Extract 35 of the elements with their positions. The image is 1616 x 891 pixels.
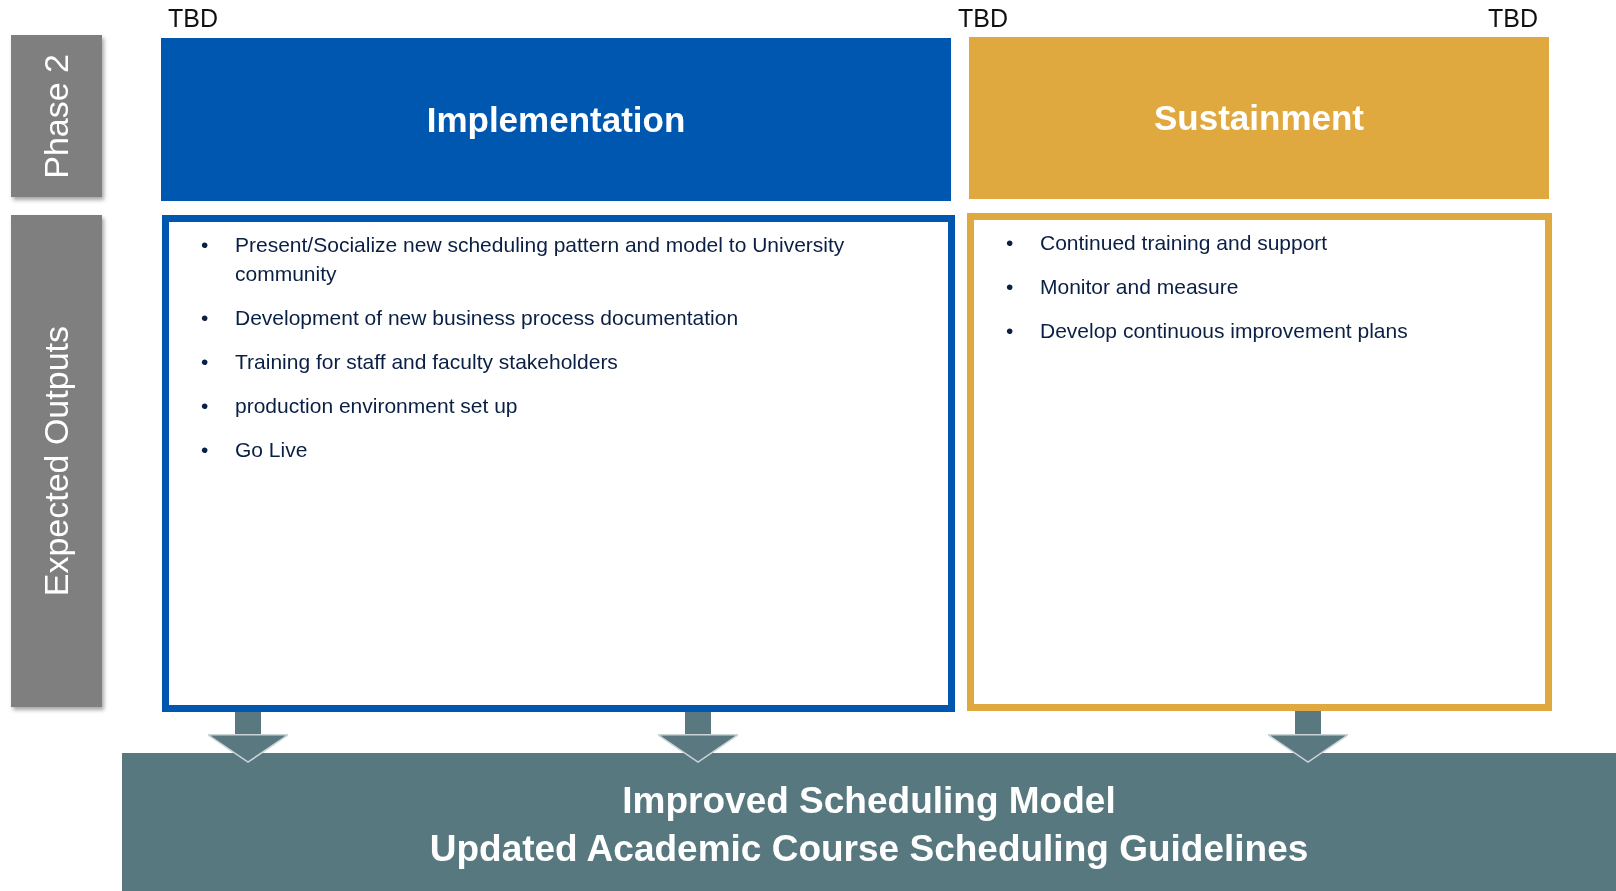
phase-title: Sustainment [1153,98,1364,138]
phase-title: Implementation [426,99,686,140]
bullet-item: production environment set up [235,393,518,419]
side-label-bar [11,215,102,707]
result-text: Improved Scheduling Model [622,779,1116,823]
bullet: • [201,349,210,375]
bullet: • [1006,318,1015,344]
bullet-item: Development of new business process documentation [235,305,739,331]
outputs-box [162,215,955,712]
bullet: • [201,232,210,258]
down-arrow [1267,711,1349,763]
phase-header [969,37,1549,199]
result-band [122,753,1616,891]
bullet-item: Monitor and measure [1040,274,1239,300]
outputs-box [967,213,1552,711]
bullet: • [201,393,210,419]
date-label: TBD [958,4,1008,33]
result-text: Updated Academic Course Scheduling Guidelines [429,827,1309,871]
side-label: Expected Outputs [37,325,76,597]
bullet-item: Develop continuous improvement plans [1040,318,1408,344]
down-arrow [657,712,739,763]
bullet-item: Training for staff and faculty stakeholders [235,349,618,375]
bullet: • [201,437,210,463]
bullet-item: Continued training and support [1040,230,1328,256]
side-label: Phase 2 [37,53,76,179]
side-label-bar [11,35,102,197]
bullet-item: Go Live [235,437,308,463]
bullet-item: Present/Socialize new scheduling pattern and model to University community [235,232,846,287]
date-label: TBD [1488,4,1538,33]
bullet: • [1006,274,1015,300]
down-arrow [207,712,289,763]
bullet: • [1006,230,1015,256]
phase-header [161,38,951,201]
date-label: TBD [168,4,218,33]
bullet: • [201,305,210,331]
